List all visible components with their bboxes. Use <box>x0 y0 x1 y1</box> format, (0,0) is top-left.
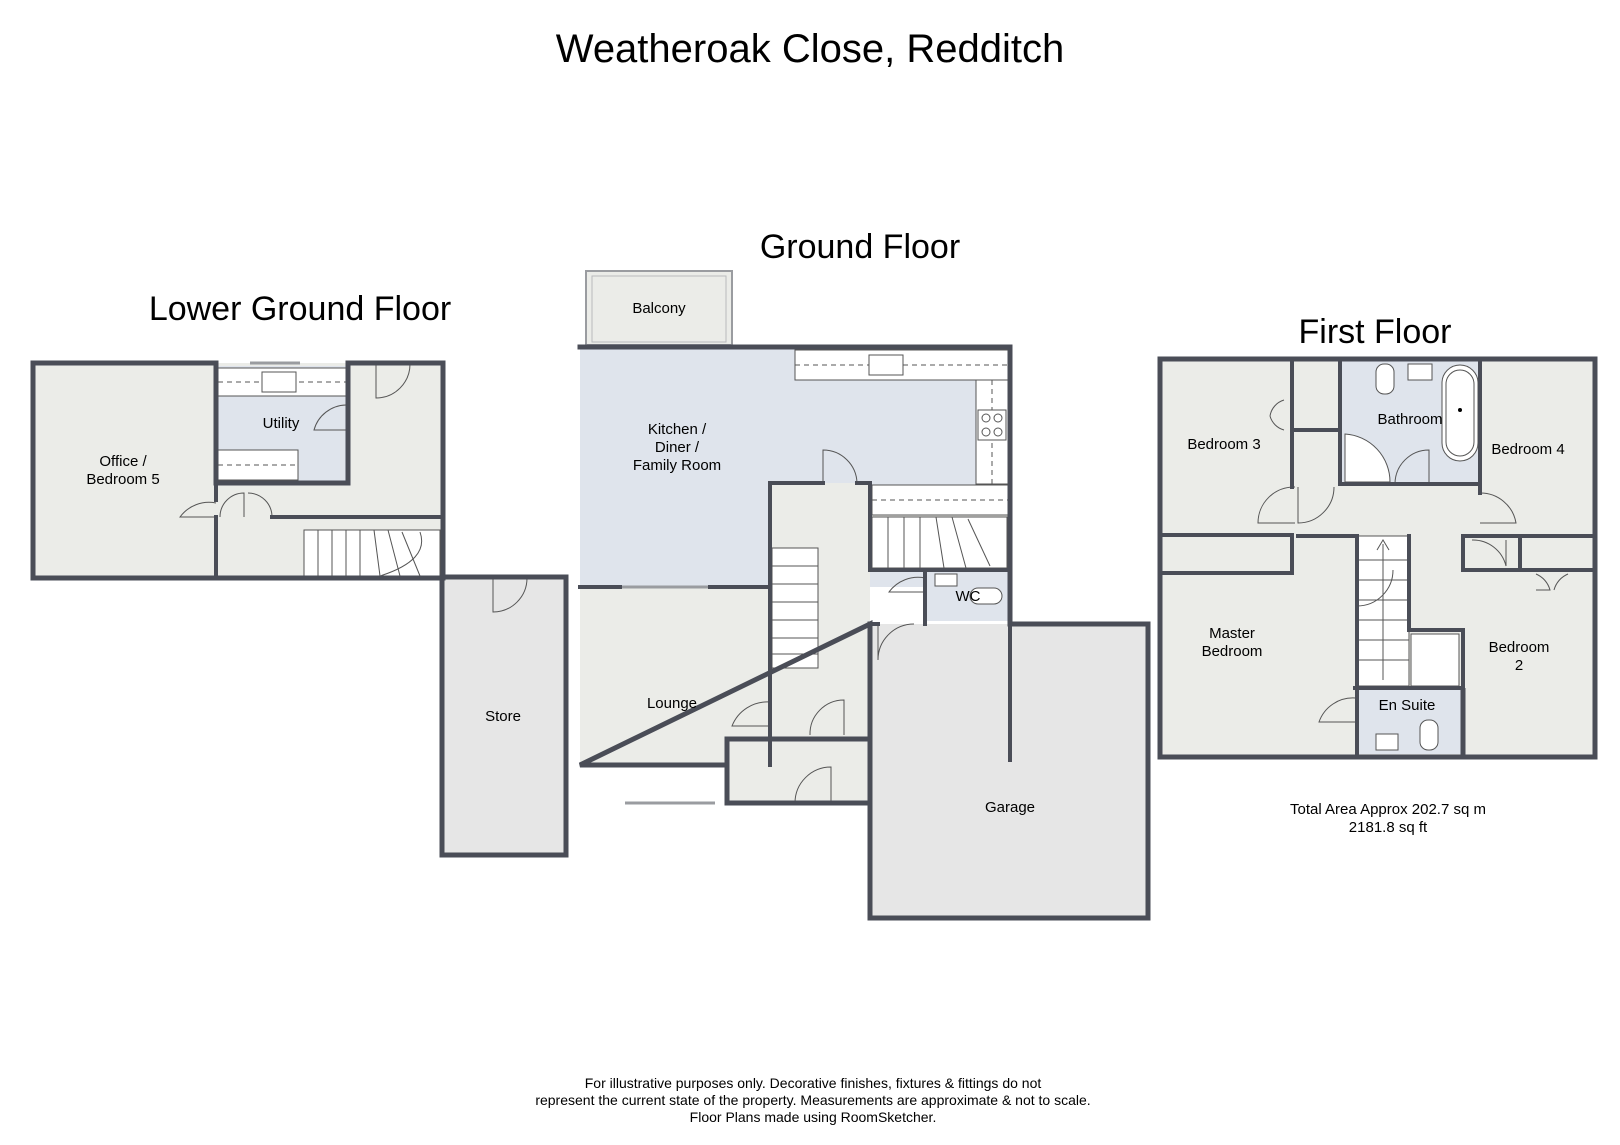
lower-ground-floor: Office / Bedroom 5 Utility Store <box>30 360 569 858</box>
master-label-1: Master <box>1209 625 1255 642</box>
garage-label: Garage <box>985 799 1035 816</box>
hall-double-door <box>219 492 273 518</box>
office-label-1: Office / <box>99 453 147 470</box>
ground-floor: Balcony Kitchen / Diner / Family Room Lo… <box>577 270 1151 921</box>
lower-ground-stairs <box>303 529 441 577</box>
kitchen-sink <box>868 354 904 376</box>
office-label-2: Bedroom 5 <box>86 471 159 488</box>
lower-ground-floor-title: Lower Ground Floor <box>149 290 451 328</box>
kitchen-label-1: Kitchen / <box>648 421 707 438</box>
ensuite-shower <box>1410 633 1460 687</box>
lounge-floor <box>580 587 770 765</box>
lounge-door <box>731 701 771 727</box>
bedroom3-label: Bedroom 3 <box>1187 436 1260 453</box>
kitchen-door <box>822 449 858 484</box>
balcony-label: Balcony <box>632 300 686 317</box>
bedroom4-label: Bedroom 4 <box>1491 441 1564 458</box>
bedroom4-door <box>1479 492 1517 524</box>
bedroom2-label-1: Bedroom <box>1489 639 1550 656</box>
total-area-imperial: 2181.8 sq ft <box>1349 819 1428 836</box>
disclaimer-line-1: For illustrative purposes only. Decorati… <box>585 1075 1042 1091</box>
ensuite-label: En Suite <box>1379 697 1436 714</box>
bedroom3-door <box>1257 486 1296 524</box>
wc-basin <box>934 573 958 587</box>
hall-door <box>809 699 845 736</box>
store-label: Store <box>485 708 521 725</box>
ground-floor-title: Ground Floor <box>760 228 960 266</box>
utility-sink <box>261 371 297 393</box>
disclaimer-line-2: represent the current state of the prope… <box>535 1092 1090 1108</box>
bathroom-toilet <box>1375 363 1395 395</box>
bathroom-label: Bathroom <box>1377 411 1442 428</box>
ground-outer-walls <box>577 344 1151 921</box>
lounge-label: Lounge <box>647 695 697 712</box>
master-label-2: Bedroom <box>1202 643 1263 660</box>
wc-toilet <box>969 587 1003 605</box>
ensuite-floor <box>1355 688 1463 754</box>
hob-icon <box>977 409 1007 441</box>
bedroom2-label-2: 2 <box>1515 657 1523 674</box>
office-door <box>179 501 217 518</box>
lower-ground-door <box>375 363 411 399</box>
bathroom-door <box>1394 449 1430 485</box>
ensuite-door <box>1318 697 1356 723</box>
first-floor-title: First Floor <box>1299 313 1452 351</box>
shower-icon <box>1344 433 1391 483</box>
ensuite-toilet <box>1419 719 1439 751</box>
front-door <box>794 766 832 804</box>
cupboard-door <box>1471 539 1507 567</box>
bedroom3-wardrobe <box>1269 399 1285 431</box>
balcony <box>585 270 733 346</box>
wc-label: WC <box>956 588 981 605</box>
first-floor-stairs <box>1356 535 1410 687</box>
total-area-metric: Total Area Approx 202.7 sq m <box>1290 801 1486 818</box>
disclaimer-line-3: Floor Plans made using RoomSketcher. <box>690 1109 937 1125</box>
ground-stairs-upper <box>871 516 1008 569</box>
wc-door <box>888 576 926 593</box>
store-walls <box>439 574 569 858</box>
first-floor: Bedroom 3 Bathroom Bedroom 4 Master Bedr… <box>1157 356 1598 760</box>
bedroom2-wardrobe <box>1535 573 1569 591</box>
property-title: Weatheroak Close, Redditch <box>556 27 1064 71</box>
kitchen-label-2: Diner / <box>655 439 700 456</box>
utility-label: Utility <box>263 415 300 432</box>
master-door <box>1356 569 1394 607</box>
bathroom-basin <box>1407 363 1433 381</box>
utility-door <box>313 404 347 431</box>
kitchen-label-3: Family Room <box>633 457 721 474</box>
store-door <box>492 577 528 613</box>
ground-stairs-hall <box>771 547 819 669</box>
ensuite-basin <box>1375 733 1399 751</box>
landing-door-left <box>1297 486 1335 524</box>
store-floor <box>442 577 566 855</box>
garage-door-internal <box>877 623 915 661</box>
